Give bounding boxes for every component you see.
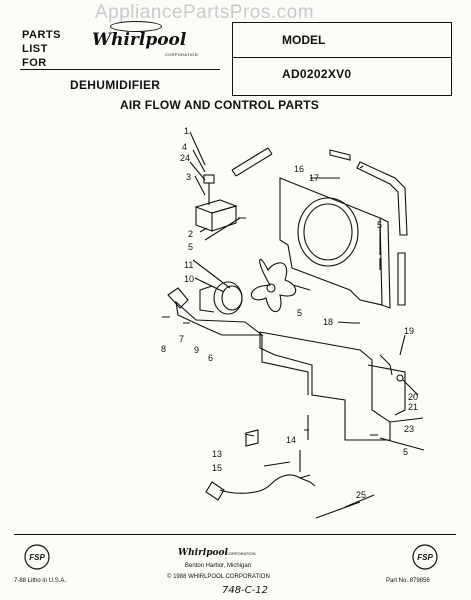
callout-9: 9 xyxy=(194,345,199,355)
callout-4: 4 xyxy=(182,142,187,152)
small-screws xyxy=(162,217,381,436)
motor-clip xyxy=(167,287,189,309)
callout-19: 19 xyxy=(404,326,414,336)
footer-rule xyxy=(14,534,456,535)
drain-cap xyxy=(396,374,404,382)
callout-25: 25 xyxy=(356,490,366,500)
footer-print-date: 7-88 Litho in U.S.A. xyxy=(14,578,67,584)
brand-corporation-text: CORPORATION xyxy=(165,52,198,57)
parts-list-for-label: PARTS LIST FOR xyxy=(22,28,61,70)
fsp-left-text: FSP xyxy=(29,553,45,562)
shroud-opening-inner xyxy=(303,203,353,261)
diagram-lines xyxy=(162,131,425,519)
section-title: AIR FLOW AND CONTROL PARTS xyxy=(120,98,319,112)
model-number: AD0202XV0 xyxy=(282,67,352,81)
drain-fitting xyxy=(379,354,393,376)
callout-21: 21 xyxy=(408,402,418,412)
callout-1: 1 xyxy=(184,126,189,136)
callout-14: 14 xyxy=(286,435,296,445)
product-name: DEHUMIDIFIER xyxy=(70,78,161,92)
callout-6: 6 xyxy=(208,353,213,363)
callout-2: 2 xyxy=(188,229,193,239)
handwritten-note: 748-C-12 xyxy=(222,585,269,596)
footer-corporation: CORPORATION xyxy=(226,551,256,556)
callout-15: 15 xyxy=(212,463,222,473)
fan-motor-face xyxy=(221,285,243,311)
shroud-opening xyxy=(297,197,359,267)
long-screw xyxy=(315,501,361,519)
model-box-divider xyxy=(233,57,451,58)
footer-part-number: Part No. 879856 xyxy=(386,578,430,584)
base-pan-lip xyxy=(261,335,309,395)
fsp-right-text: FSP xyxy=(417,553,433,562)
model-box xyxy=(232,22,452,96)
control-bracket-front xyxy=(211,205,237,232)
callout-18: 18 xyxy=(323,317,333,327)
callout-24: 24 xyxy=(180,153,190,163)
fan-hub xyxy=(266,283,276,293)
watermark: AppliancePartsPros.com xyxy=(95,2,315,23)
humidistat-tube xyxy=(231,147,273,177)
fan-blade xyxy=(251,258,297,313)
callout-8: 8 xyxy=(161,344,166,354)
header-rule xyxy=(20,69,220,70)
callout-labels: 1 4 24 3 2 5 11 10 8 7 9 6 16 17 5 5 18 … xyxy=(161,126,418,500)
callout-5-left: 5 xyxy=(188,242,193,252)
leader-lines xyxy=(189,131,425,508)
parts-word: PARTS xyxy=(22,29,61,41)
exploded-parts-diagram: 1 4 24 3 2 5 11 10 8 7 9 6 16 17 5 5 18 … xyxy=(161,126,425,519)
motor-body xyxy=(199,285,215,313)
pan-side-panel xyxy=(367,364,406,416)
callout-20: 20 xyxy=(408,392,418,402)
callout-10: 10 xyxy=(184,274,194,284)
callout-16: 16 xyxy=(294,164,304,174)
callout-11: 11 xyxy=(184,260,193,270)
footer-brand: Whirlpool xyxy=(178,548,228,558)
model-label: MODEL xyxy=(282,33,326,47)
motor-bracket xyxy=(175,300,264,336)
callout-7: 7 xyxy=(179,334,184,344)
control-bracket-side xyxy=(195,207,213,232)
gasket-side xyxy=(397,252,406,306)
brand-logo-ring xyxy=(110,21,162,32)
gasket-top xyxy=(329,149,351,161)
callout-13: 13 xyxy=(212,449,222,459)
callout-5-mid: 5 xyxy=(297,308,302,318)
control-knob xyxy=(203,174,215,184)
control-bracket-top xyxy=(194,199,238,214)
shroud-flange xyxy=(379,217,391,309)
callout-17: 17 xyxy=(309,173,319,183)
list-word: LIST xyxy=(22,43,48,55)
brand-logo: Whirlpool xyxy=(92,30,187,50)
cord-plug xyxy=(205,481,225,501)
for-word: FOR xyxy=(22,57,47,69)
footer-address: Benton Harbor, Michigan xyxy=(185,563,252,569)
callout-23: 23 xyxy=(404,424,414,434)
gasket-strip xyxy=(356,161,408,236)
fan-shroud xyxy=(279,177,383,306)
callout-5-lower-right: 5 xyxy=(403,447,408,457)
callout-5-upper-right: 5 xyxy=(377,220,382,230)
footer-copyright: © 1988 WHIRLPOOL CORPORATION xyxy=(167,574,270,580)
base-pan xyxy=(259,331,391,441)
power-cord xyxy=(219,474,316,494)
fsp-logo-left-icon: FSP xyxy=(24,544,50,570)
switch xyxy=(245,429,259,447)
callout-3: 3 xyxy=(186,172,191,182)
fsp-logo-right-icon: FSP xyxy=(412,544,438,570)
